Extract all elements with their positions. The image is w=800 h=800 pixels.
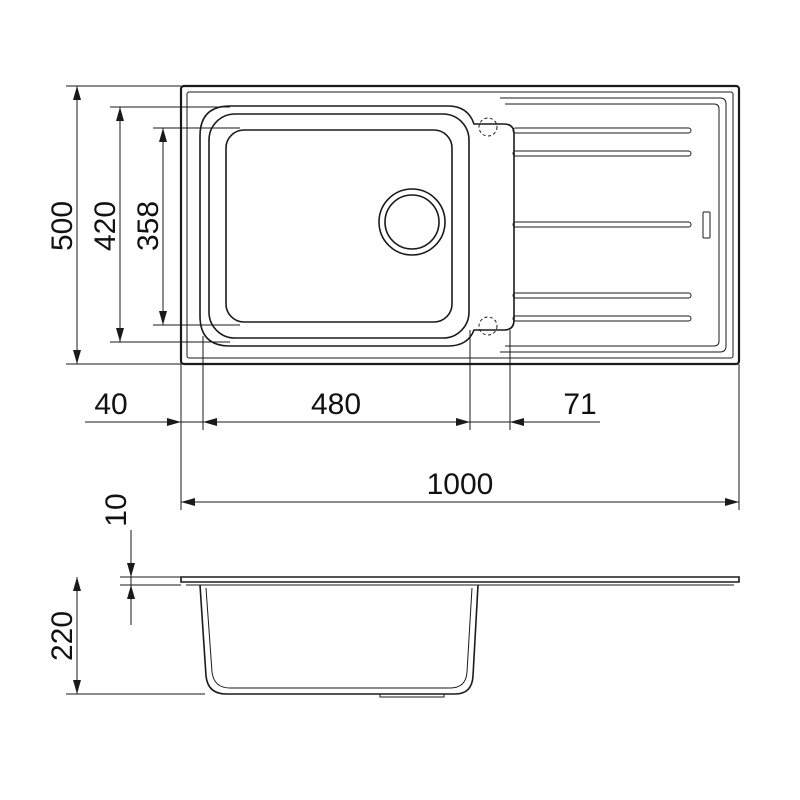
bowl-basin [225, 129, 453, 323]
bowl-rim [208, 113, 470, 339]
dim-rim-thickness: 10 [100, 493, 133, 526]
dim-bowl-width: 480 [311, 388, 361, 421]
sink-inner-rim [186, 91, 734, 359]
drainer-grooves [512, 127, 692, 322]
dim-drainer-gap: 71 [563, 388, 596, 421]
side-top-surface [180, 576, 740, 583]
sink-side-view [180, 576, 740, 698]
tap-hole-bottom [478, 316, 498, 336]
dim-bowl-height: 220 [46, 611, 79, 661]
dim-overall-depth: 500 [46, 201, 79, 251]
drain-outer [378, 188, 446, 256]
bowl-outer [199, 105, 515, 347]
side-bowl-inner [205, 587, 473, 689]
sink-outer-rim [179, 84, 741, 366]
side-bowl-body [199, 584, 479, 695]
horizontal-dimensions: 40 480 71 1000 [85, 330, 740, 510]
drainer-edge [500, 97, 727, 353]
dim-inner-bowl-depth: 358 [132, 201, 165, 251]
overflow-slot [702, 211, 711, 239]
tap-hole-top [478, 117, 498, 137]
side-dimensions: 10 220 [46, 493, 205, 695]
dim-overall-width: 1000 [427, 468, 494, 501]
side-waste-outlet [379, 693, 445, 698]
sink-top-view [179, 84, 741, 366]
dim-left-margin: 40 [94, 388, 127, 421]
dim-outer-bowl-depth: 420 [89, 201, 122, 251]
drainer-edge-inner [505, 103, 720, 347]
drain-inner [384, 194, 440, 250]
vertical-dimensions: 500 420 358 [46, 85, 240, 365]
